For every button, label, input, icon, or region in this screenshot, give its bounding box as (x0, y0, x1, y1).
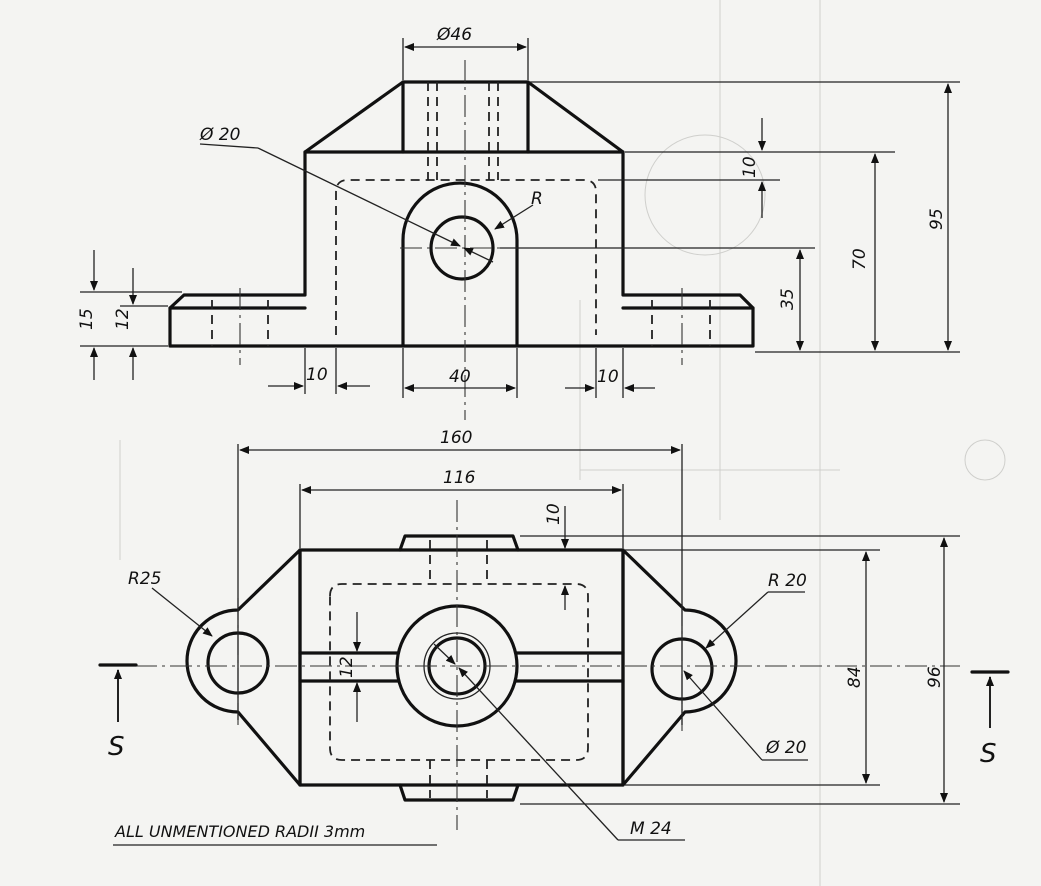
dimension-radius-20: R 20 (705, 571, 807, 649)
dimension-lug-hole-diameter: Ø 20 (683, 670, 808, 761)
front-view-outline (168, 80, 755, 348)
dimension-text: 116 (443, 468, 476, 488)
dimension-text: 12 (113, 308, 133, 330)
dimension-text: 84 (845, 666, 865, 688)
dimension-thread: M 24 (433, 643, 685, 841)
section-marker-right: S (970, 670, 1010, 769)
dimension-top-diameter: Ø46 (402, 25, 529, 80)
section-label: S (980, 739, 997, 769)
dimension-rib-12: 12 (337, 612, 361, 722)
dimension-text: R (531, 189, 543, 209)
dimension-text: Ø46 (436, 25, 472, 45)
general-note: ALL UNMENTIONED RADII 3mm (113, 822, 437, 846)
dimension-flange-15: 15 (77, 250, 182, 380)
dimension-text: 40 (449, 367, 471, 387)
note-text: ALL UNMENTIONED RADII 3mm (114, 822, 365, 841)
dimension-text: R 20 (768, 571, 807, 591)
dimension-text: 35 (778, 288, 798, 310)
dimension-width-84: 84 (845, 551, 870, 784)
dimension-text: 10 (306, 365, 328, 385)
dimension-width-10-left: 10 (268, 348, 370, 394)
dimension-height-35: 35 (778, 249, 804, 351)
dimension-height-70: 70 (850, 153, 879, 351)
dimension-text: R25 (128, 569, 161, 589)
dimension-length-116: 116 (299, 468, 624, 548)
top-view-hidden-lines (329, 540, 589, 798)
dimension-width-96: 96 (925, 537, 948, 803)
front-view-hidden-lines (211, 82, 711, 346)
dimension-text: 96 (925, 666, 945, 688)
dimension-height-95: 95 (927, 83, 952, 351)
section-label: S (108, 732, 125, 762)
section-marker-left: S (98, 663, 138, 762)
top-view-outline (185, 534, 738, 802)
top-view: 160 116 10 R25 R 20 (98, 428, 1010, 841)
dimension-text: 15 (77, 308, 97, 330)
dimension-text: 12 (337, 656, 357, 678)
dimension-length-160: 160 (237, 428, 683, 725)
dimension-hole-diameter: Ø 20 (199, 125, 494, 263)
dimension-text: 70 (850, 248, 870, 270)
dimension-radius-25: R25 (128, 569, 213, 637)
dimension-width-10-right: 10 (565, 348, 655, 398)
front-view: Ø46 Ø 20 R 10 35 (77, 25, 960, 420)
dimension-radius: R (494, 189, 543, 230)
dimension-text: M 24 (630, 819, 672, 839)
dimension-text: 10 (740, 156, 760, 178)
dimension-depth-10: 10 (544, 503, 569, 610)
dimension-height-10: 10 (740, 118, 766, 218)
dimension-text: 160 (440, 428, 472, 448)
dimension-text: Ø 20 (765, 738, 806, 758)
dimension-text: 95 (927, 208, 947, 230)
dimension-flange-12: 12 (113, 268, 168, 380)
dimension-text: 10 (597, 367, 619, 387)
dimension-width-40: 40 (402, 348, 518, 398)
dimension-text: Ø 20 (199, 125, 240, 145)
dimension-text: 10 (544, 503, 564, 525)
background-ghost-lines (119, 0, 1006, 886)
